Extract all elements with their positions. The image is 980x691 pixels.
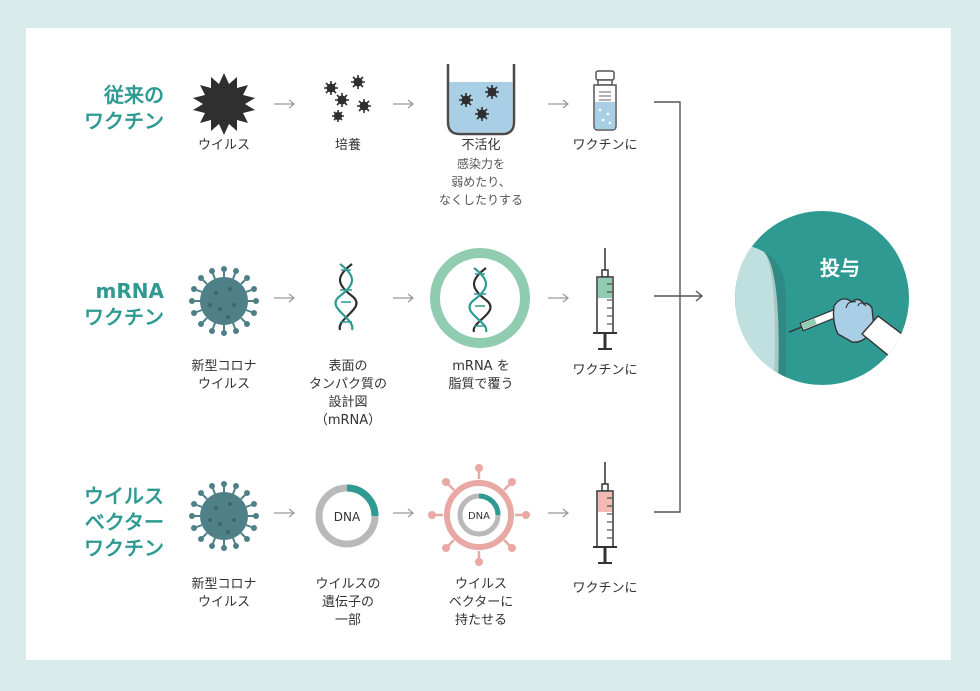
arrow-icon	[393, 293, 414, 303]
row-label-line: ワクチン	[84, 109, 164, 133]
caption-subline: なくしたりする	[438, 193, 523, 207]
row-label-viral-vector: ウイルス ベクター ワクチン	[60, 483, 164, 561]
dna-ring-icon: DNA	[315, 484, 379, 548]
arrow-icon	[274, 508, 295, 518]
caption-mrna-blueprint: 表面の タンパク質の 設計図 （mRNA）	[288, 358, 408, 430]
bracket-connector	[654, 101, 704, 513]
caption-line: ウイルス	[197, 377, 250, 392]
caption-coronavirus: 新型コロナ ウイルス	[174, 358, 274, 394]
administration-label: 投与	[820, 256, 860, 280]
caption-line: 遺伝子の	[321, 595, 374, 610]
caption-line: ウイルス	[197, 138, 250, 153]
caption-vaccine: ワクチンに	[555, 580, 655, 598]
caption-line: mRNA を	[452, 359, 510, 374]
caption-vector-carry: ウイルス ベクターに 持たせる	[421, 576, 541, 630]
arrow-icon	[548, 293, 569, 303]
caption-line: 持たせる	[454, 613, 507, 628]
coronavirus-icon	[189, 266, 259, 336]
caption-gene-part: ウイルスの 遺伝子の 一部	[288, 576, 408, 630]
row-label-line: ワクチン	[84, 305, 164, 329]
caption-inactivation: 不活化 感染力を 弱めたり、 なくしたりする	[421, 137, 541, 209]
row-label-line: ワクチン	[84, 536, 164, 560]
vial-icon	[593, 70, 617, 131]
virus-icon	[193, 73, 255, 135]
caption-line: 不活化	[461, 138, 501, 153]
arrow-icon	[274, 293, 295, 303]
caption-line: ワクチンに	[572, 363, 638, 378]
caption-line: ワクチンに	[572, 138, 638, 153]
syringe-icon	[593, 248, 617, 350]
row-label-line: ウイルス	[84, 484, 164, 508]
mrna-helix-icon	[334, 263, 358, 331]
coronavirus-icon	[189, 481, 259, 551]
caption-line: タンパク質の	[308, 377, 387, 392]
arrow-icon	[548, 99, 569, 109]
caption-line: （mRNA）	[314, 413, 382, 428]
row-label-line: mRNA	[95, 279, 164, 303]
caption-line: ウイルス	[454, 577, 507, 592]
caption-vaccine: ワクチンに	[555, 362, 655, 380]
caption-line: 新型コロナ	[191, 359, 257, 374]
caption-culture: 培養	[298, 137, 398, 155]
row-label-mrna: mRNA ワクチン	[60, 278, 164, 330]
caption-line: 新型コロナ	[191, 577, 257, 592]
caption-line: 設計図	[328, 395, 368, 410]
arrow-icon	[548, 508, 569, 518]
caption-line: ウイルス	[197, 595, 250, 610]
caption-line: ウイルスの	[315, 577, 381, 592]
caption-lipid-coat: mRNA を 脂質で覆う	[421, 358, 541, 394]
viral-vector-icon: DNA	[428, 464, 530, 566]
caption-line: 表面の	[328, 359, 368, 374]
arrow-icon	[274, 99, 295, 109]
arrow-icon	[393, 508, 414, 518]
lipid-nanoparticle-icon	[430, 248, 530, 348]
dna-label: DNA	[334, 510, 361, 524]
row-label-line: ベクター	[84, 510, 164, 534]
caption-line: ベクターに	[448, 595, 514, 610]
dna-label: DNA	[468, 511, 490, 522]
row-label-line: 従来の	[104, 83, 164, 107]
caption-vaccine: ワクチンに	[555, 137, 655, 155]
beaker-icon	[446, 64, 516, 136]
caption-subline: 感染力を	[456, 157, 505, 171]
caption-virus: ウイルス	[174, 137, 274, 155]
caption-line: 一部	[334, 613, 361, 628]
caption-subline: 弱めたり、	[451, 175, 511, 189]
caption-coronavirus: 新型コロナ ウイルス	[174, 576, 274, 612]
caption-line: 培養	[334, 138, 361, 153]
syringe-icon	[593, 462, 617, 564]
row-label-conventional: 従来の ワクチン	[60, 82, 164, 134]
cultured-viruses-icon	[324, 75, 371, 122]
injection-illustration	[735, 211, 909, 385]
arrow-icon	[393, 99, 414, 109]
caption-line: 脂質で覆う	[448, 377, 514, 392]
caption-line: ワクチンに	[572, 581, 638, 596]
